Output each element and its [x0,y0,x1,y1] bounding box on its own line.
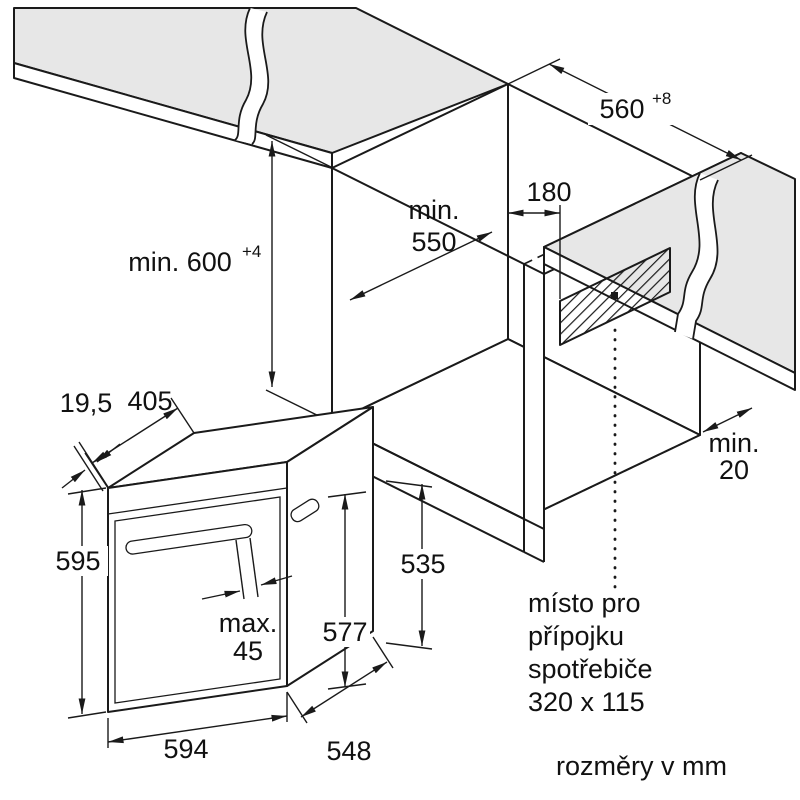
dim-oven-width: 594 [107,692,288,764]
note-line-2: přípojku [528,621,624,651]
niche-depth-label: 550 [411,227,456,257]
top-depth-label: 405 [127,386,172,416]
dim-niche-height: min. 600 +4 [128,134,332,423]
break-line-right [674,172,701,333]
back-clearance-label: 20 [719,455,749,485]
note-line-4: 320 x 115 [528,687,645,717]
connection-area-note: místo pro přípojku spotřebiče 320 x 115 [528,588,653,717]
dim-side-height: 535 [385,480,450,650]
dim-niche-width: 560 +8 [507,58,753,181]
dim-body-height: 577 [320,491,370,690]
connection-offset-label: 180 [526,177,571,207]
dim-handle-clearance: max. 45 [201,537,293,666]
oven-door [114,496,281,704]
niche-width-label: 560 [599,94,644,124]
dim-back-clearance: min. 20 [702,407,760,485]
niche-height-label: min. 600 [128,247,232,277]
dim-top-depth: 405 [84,386,195,489]
body-height-label: 577 [322,617,367,647]
oven-width-label: 594 [163,734,208,764]
door-panel-label: 19,5 [60,388,113,418]
dim-oven-height: 595 [50,487,108,719]
dim-oven-depth: 548 [286,636,394,766]
oven-depth-label: 548 [326,736,371,766]
control-panel-line [107,487,288,515]
back-clearance-word: min. [708,428,759,458]
worktop-left [13,7,509,169]
right-panel [523,263,545,563]
dim-niche-depth: min. 550 [349,195,493,301]
dim-door-panel: 19,5 [60,388,121,492]
break-line-left [234,7,253,141]
oven [107,406,374,713]
handle-clearance-word: max. [219,608,278,638]
oven-height-label: 595 [55,546,100,576]
oven-handle [125,523,253,555]
niche-depth-word: min. [408,195,459,225]
niche-height-tolerance: +4 [242,242,261,261]
units-note: rozměry v mm [556,751,727,781]
side-height-label: 535 [400,549,445,579]
niche-width-tolerance: +8 [652,89,671,108]
side-vent [290,498,320,523]
handle-clearance-label: 45 [233,636,263,666]
note-line-1: místo pro [528,588,641,618]
dim-connection-offset: 180 [508,177,572,299]
connection-area-hatch [559,247,671,592]
note-line-3: spotřebiče [528,654,653,684]
connection-area-dot [611,292,618,299]
niche-top-front-edge [331,167,525,265]
